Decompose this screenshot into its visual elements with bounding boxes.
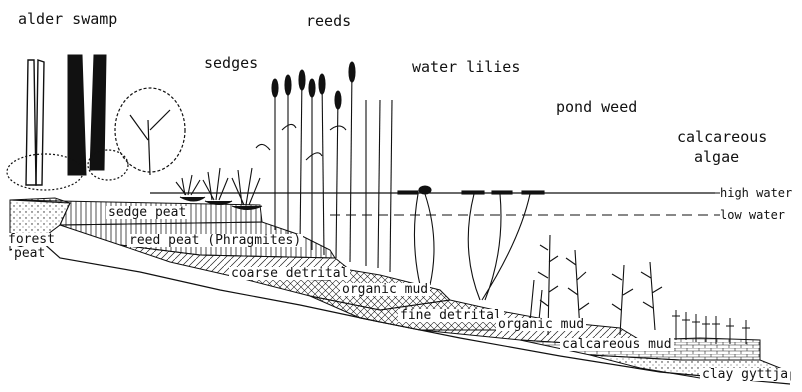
label-organic-mud-1: organic mud [340, 283, 430, 296]
label-sedges: sedges [204, 56, 258, 71]
label-reed-peat: reed peat (Phragmites) [127, 234, 303, 247]
label-organic-mud-2: organic mud [496, 318, 586, 331]
label-water-lilies: water lilies [412, 60, 520, 75]
label-calcareous-algae-line1: calcareous [677, 130, 767, 145]
label-clay-gyttja: clay gyttja [700, 368, 790, 381]
alder-trees [7, 55, 185, 190]
label-forest-peat-line1: forest [6, 233, 57, 246]
label-low-water: low water [720, 209, 785, 221]
label-coarse-detrital: coarse detrital [229, 267, 350, 280]
label-calcareous-algae-line2: algae [694, 150, 739, 165]
label-high-water: high water [720, 187, 792, 199]
label-alder-swamp: alder swamp [18, 12, 117, 27]
label-calcareous-mud: calcareous mud [560, 338, 674, 351]
label-fine-detrital: fine detrital [398, 309, 504, 322]
label-sedge-peat: sedge peat [106, 206, 188, 219]
label-pond-weed: pond weed [556, 100, 637, 115]
label-reeds: reeds [306, 14, 351, 29]
label-forest-peat-line2: peat [12, 247, 47, 260]
